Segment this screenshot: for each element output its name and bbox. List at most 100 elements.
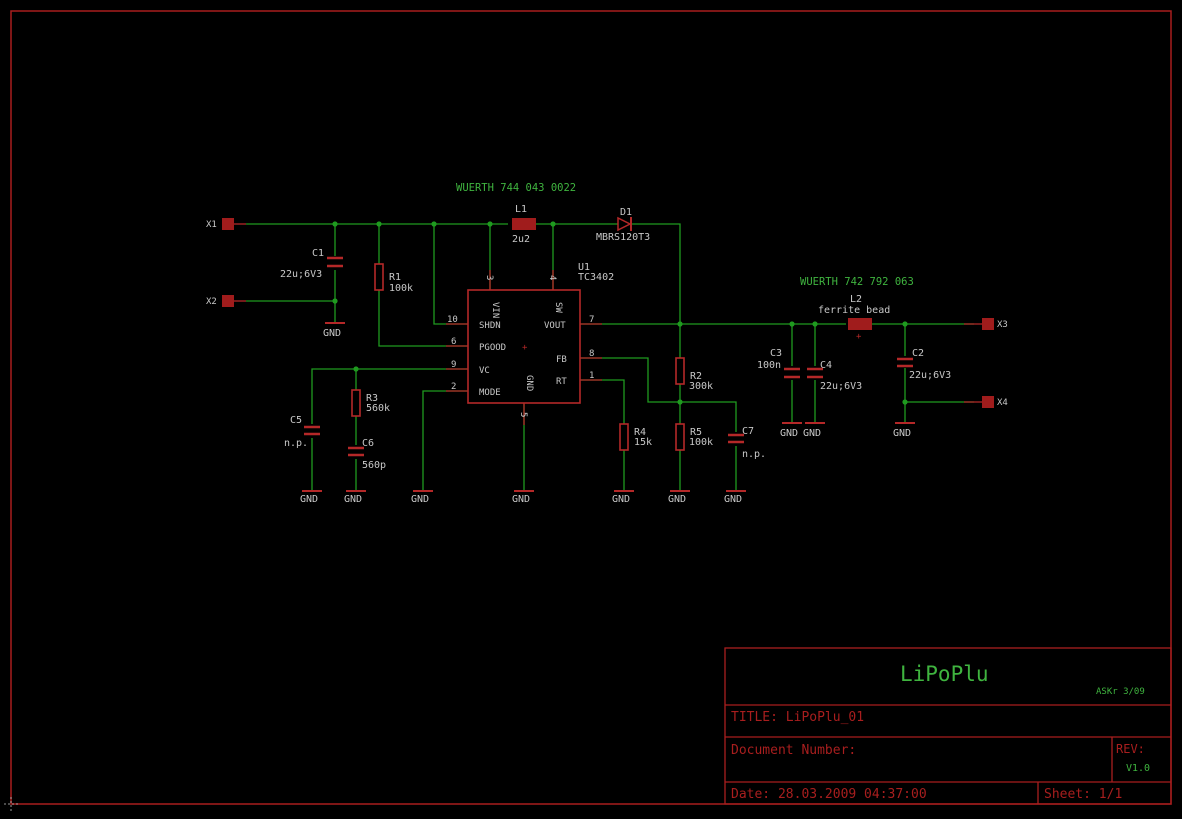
c6-ref: C6 [362, 438, 374, 449]
pin-pgood-label: PGOOD [479, 343, 506, 353]
rev-value: V1.0 [1126, 763, 1150, 774]
r3-value: 560k [366, 403, 390, 414]
pin-number-8: 8 [589, 349, 594, 359]
u1-ref: U1 [578, 262, 590, 273]
connector-x1-label: X1 [206, 220, 217, 230]
date-line: Date: 28.03.2009 04:37:00 [731, 787, 927, 802]
connector-x2-label: X2 [206, 297, 217, 307]
connector-x4[interactable]: X4 [964, 396, 1008, 408]
c3-value: 100n [757, 360, 781, 371]
r1-value: 100k [389, 283, 413, 294]
ferrite-bead-l2[interactable]: L2 ferrite bead WUERTH 742 792 063 + [800, 276, 914, 342]
connector-x2[interactable]: X2 [206, 295, 246, 307]
pin-number-1: 1 [589, 371, 594, 381]
d1-value: MBRS120T3 [596, 232, 650, 243]
l1-value: 2u2 [512, 234, 530, 245]
schematic-author: ASKr 3/09 [1096, 687, 1145, 697]
svg-text:GND: GND [411, 494, 429, 505]
ic-u1[interactable]: + U1 TC3402 SHDN PGOOD VC MODE VOUT FB R… [446, 262, 614, 425]
c1-value: 22u;6V3 [280, 269, 322, 280]
wires [246, 223, 974, 491]
pin-fb-label: FB [556, 355, 567, 365]
r5-value: 100k [689, 437, 713, 448]
connector-x1-top[interactable]: X1 [206, 218, 246, 230]
l2-ref: L2 [850, 294, 862, 305]
svg-text:+: + [522, 343, 528, 353]
pin-number-3: 3 [484, 275, 494, 280]
pin-vc-label: VC [479, 366, 490, 376]
pin-rt-label: RT [556, 377, 567, 387]
l1-ref: L1 [515, 204, 527, 215]
resistor-r3[interactable]: R3 560k [351, 389, 390, 417]
c1-ref: C1 [312, 248, 324, 259]
pin-sw-label: SW [553, 302, 563, 313]
sheet-line: Sheet: 1/1 [1044, 787, 1122, 802]
gnd-symbol: GND [668, 490, 690, 505]
gnd-symbol: GND [512, 490, 534, 505]
u1-value: TC3402 [578, 272, 614, 283]
capacitor-c6[interactable]: C6 560p [348, 438, 386, 471]
pin-number-4: 4 [547, 275, 557, 280]
pin-number-7: 7 [589, 315, 594, 325]
gnd-symbol: GND [893, 422, 915, 439]
svg-text:GND: GND [668, 494, 686, 505]
pin-mode-label: MODE [479, 388, 501, 398]
pin-number-6: 6 [451, 337, 456, 347]
connector-x3[interactable]: X3 [964, 318, 1008, 330]
c5-value: n.p. [284, 438, 308, 449]
title-block: LiPoPlu ASKr 3/09 TITLE: LiPoPlu_01 Docu… [724, 647, 1172, 805]
capacitor-c7[interactable]: C7 n.p. [728, 426, 766, 460]
title-line: TITLE: LiPoPlu_01 [731, 710, 864, 725]
r1-ref: R1 [389, 272, 401, 283]
svg-text:GND: GND [512, 494, 530, 505]
inductor-l1[interactable]: L1 2u2 WUERTH 744 043 0022 [456, 182, 576, 245]
svg-text:+: + [856, 332, 862, 342]
capacitor-c5[interactable]: C5 n.p. [284, 415, 320, 449]
svg-text:GND: GND [612, 494, 630, 505]
c2-value: 22u;6V3 [909, 370, 951, 381]
capacitor-c3[interactable]: C3 100n [757, 348, 800, 379]
svg-text:GND: GND [344, 494, 362, 505]
capacitor-c1[interactable]: C1 22u;6V3 [280, 248, 343, 280]
c5-ref: C5 [290, 415, 302, 426]
r2-value: 300k [689, 381, 713, 392]
l2-part-note: WUERTH 742 792 063 [800, 276, 914, 288]
pin-number-10: 10 [447, 315, 458, 325]
gnd-symbols: GND GND GND GND GND GND GND GND GND GND … [300, 322, 915, 505]
c2-ref: C2 [912, 348, 924, 359]
l2-value: ferrite bead [818, 305, 890, 316]
gnd-symbol: GND [411, 490, 433, 505]
r4-ref: R4 [634, 427, 646, 438]
capacitor-c4[interactable]: C4 22u;6V3 [807, 360, 862, 392]
rev-label: REV: [1116, 742, 1145, 756]
c7-ref: C7 [742, 426, 754, 437]
r5-ref: R5 [690, 427, 702, 438]
gnd-symbol: GND [803, 422, 825, 439]
resistor-r1[interactable]: R1 100k [374, 263, 413, 294]
resistor-r4[interactable]: R4 15k [619, 423, 652, 451]
capacitor-c2[interactable]: C2 22u;6V3 [897, 348, 951, 381]
pin-number-2: 2 [451, 382, 456, 392]
gnd-symbol: GND [300, 490, 322, 505]
r2-ref: R2 [690, 371, 702, 382]
drawing-frame [10, 10, 1172, 805]
svg-text:GND: GND [300, 494, 318, 505]
pin-vin-label: VIN [490, 302, 500, 318]
document-number-label: Document Number: [731, 743, 856, 758]
c4-value: 22u;6V3 [820, 381, 862, 392]
svg-text:GND: GND [780, 428, 798, 439]
pin-number-5: 5 [518, 412, 528, 417]
c3-ref: C3 [770, 348, 782, 359]
pin-vout-label: VOUT [544, 321, 566, 331]
resistor-r2[interactable]: R2 300k [675, 357, 713, 392]
c6-value: 560p [362, 460, 386, 471]
diode-d1[interactable]: D1 MBRS120T3 [596, 207, 650, 243]
svg-text:GND: GND [323, 328, 341, 339]
resistor-r5[interactable]: R5 100k [675, 423, 713, 451]
connector-x4-label: X4 [997, 398, 1008, 408]
c4-ref: C4 [820, 360, 832, 371]
junctions [332, 221, 908, 405]
connector-x3-label: X3 [997, 320, 1008, 330]
svg-text:GND: GND [893, 428, 911, 439]
